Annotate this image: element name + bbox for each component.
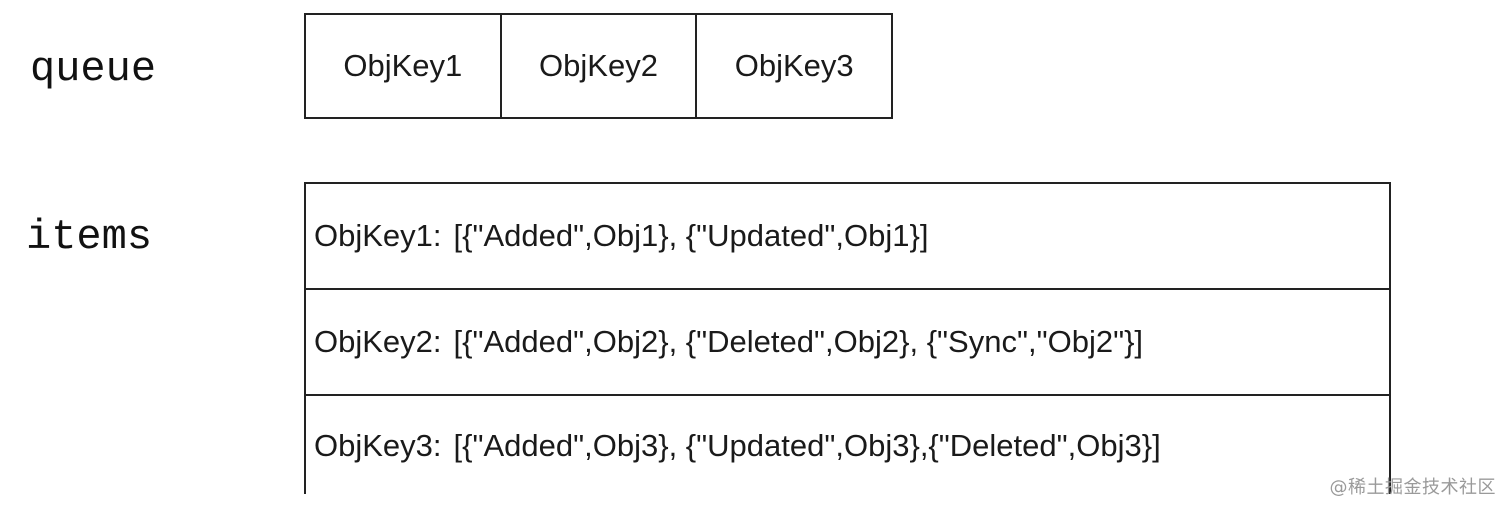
items-row-value: [{"Added",Obj3}, {"Updated",Obj3},{"Dele… xyxy=(453,428,1161,463)
items-row-key: ObjKey1: xyxy=(314,218,442,253)
watermark: @稀土掘金技术社区 xyxy=(1329,477,1496,498)
items-label: items xyxy=(26,213,153,261)
queue-container: ObjKey1 ObjKey2 ObjKey3 xyxy=(304,13,893,119)
items-row-value: [{"Added",Obj2}, {"Deleted",Obj2}, {"Syn… xyxy=(453,324,1144,359)
queue-label: queue xyxy=(30,45,157,93)
items-row-1: ObjKey1: [{"Added",Obj1}, {"Updated",Obj… xyxy=(306,184,1389,290)
items-row-3: ObjKey3: [{"Added",Obj3}, {"Updated",Obj… xyxy=(306,396,1389,496)
queue-cell-1: ObjKey1 xyxy=(306,15,502,117)
items-row-key: ObjKey3: xyxy=(314,428,442,463)
queue-cell-3: ObjKey3 xyxy=(734,48,854,83)
items-row-2: ObjKey2: [{"Added",Obj2}, {"Deleted",Obj… xyxy=(306,290,1389,396)
items-row-value: [{"Added",Obj1}, {"Updated",Obj1}] xyxy=(453,218,929,253)
queue-cell-2: ObjKey2 xyxy=(502,15,698,117)
items-container: ObjKey1: [{"Added",Obj1}, {"Updated",Obj… xyxy=(304,182,1391,494)
items-row-key: ObjKey2: xyxy=(314,324,442,359)
